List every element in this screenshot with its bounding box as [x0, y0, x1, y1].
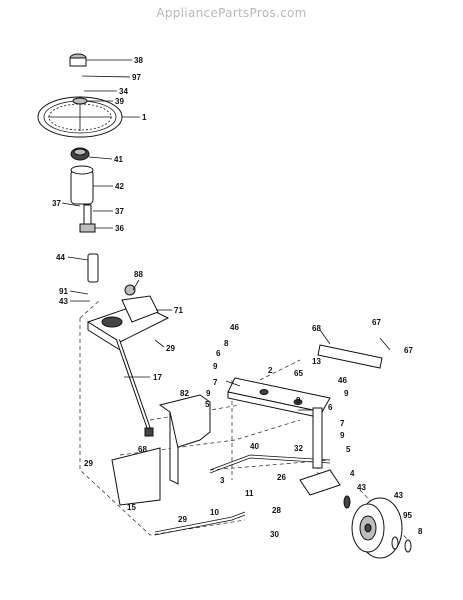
callout-15: 15	[127, 503, 136, 512]
callout-3: 3	[220, 476, 225, 485]
callout-32: 32	[294, 444, 303, 453]
callout-67-upper: 67	[372, 318, 381, 327]
spindle	[299, 407, 341, 496]
callout-91: 91	[59, 287, 68, 296]
callout-7-right: 7	[340, 419, 345, 428]
callout-97: 97	[132, 73, 141, 82]
callout-9-left: 9	[206, 389, 211, 398]
callout-68-lower: 68	[138, 445, 147, 454]
drag-link	[154, 511, 246, 536]
callout-43-upper: 43	[59, 297, 68, 306]
callout-95: 95	[403, 511, 412, 520]
washers	[343, 495, 412, 553]
callout-5-right: 5	[346, 445, 351, 454]
leader-lines	[61, 59, 391, 411]
steering-adapter	[70, 147, 90, 161]
callout-39: 39	[115, 97, 124, 106]
callout-65: 65	[294, 369, 303, 378]
tie-rod	[209, 454, 331, 474]
callout-88: 88	[134, 270, 143, 279]
callout-8-right: 8	[296, 396, 301, 405]
bracket-left	[111, 447, 161, 506]
callout-10: 10	[210, 508, 219, 517]
callout-1: 1	[142, 113, 147, 122]
callout-28: 28	[272, 506, 281, 515]
steering-gear-assembly	[86, 284, 170, 351]
callout-40: 40	[250, 442, 259, 451]
steering-shaft-lower	[116, 339, 154, 437]
callout-6-upper: 6	[216, 349, 221, 358]
callout-44: 44	[56, 253, 65, 262]
steering-shaft-upper	[79, 204, 96, 233]
callout-labels: 38 97 34 39 1 41 42 37 37 36 44 88 91 43…	[52, 56, 423, 539]
callout-9-upper: 9	[213, 362, 218, 371]
callout-8-lower: 8	[418, 527, 423, 536]
callout-46-right: 46	[338, 376, 347, 385]
callout-42: 42	[115, 182, 124, 191]
callout-2: 2	[268, 366, 273, 375]
callout-13: 13	[312, 357, 321, 366]
callout-38: 38	[134, 56, 143, 65]
callout-29-left: 29	[84, 459, 93, 468]
cross-bracket	[317, 344, 383, 369]
callout-7-left: 7	[213, 378, 218, 387]
callout-26: 26	[277, 473, 286, 482]
callout-8-upper: 8	[224, 339, 229, 348]
callout-29-upper: 29	[166, 344, 175, 353]
callout-82: 82	[180, 389, 189, 398]
callout-9-right: 9	[344, 389, 349, 398]
callout-41: 41	[114, 155, 123, 164]
callout-68-upper: 68	[312, 324, 321, 333]
steering-boot	[70, 165, 94, 205]
callout-6-right: 6	[328, 403, 333, 412]
callout-71: 71	[174, 306, 183, 315]
steering-cap	[69, 53, 87, 67]
bracket	[158, 394, 211, 485]
callout-37-right: 37	[115, 207, 124, 216]
callout-17: 17	[153, 373, 162, 382]
bushing	[87, 253, 99, 283]
front-wheel	[351, 497, 403, 559]
watermark: AppliancePartsPros.com	[156, 6, 307, 20]
callout-4: 4	[350, 469, 355, 478]
callout-5-left: 5	[205, 400, 210, 409]
callout-43-mid: 43	[357, 483, 366, 492]
callout-9-lower: 9	[340, 431, 345, 440]
steering-wheel	[37, 96, 123, 138]
callout-36: 36	[115, 224, 124, 233]
callout-34: 34	[119, 87, 128, 96]
callout-46-upper: 46	[230, 323, 239, 332]
callout-11: 11	[245, 489, 254, 498]
callout-67-right: 67	[404, 346, 413, 355]
callout-30: 30	[270, 530, 279, 539]
callout-37-left: 37	[52, 199, 61, 208]
callout-43-right: 43	[394, 491, 403, 500]
callout-29-lower: 29	[178, 515, 187, 524]
